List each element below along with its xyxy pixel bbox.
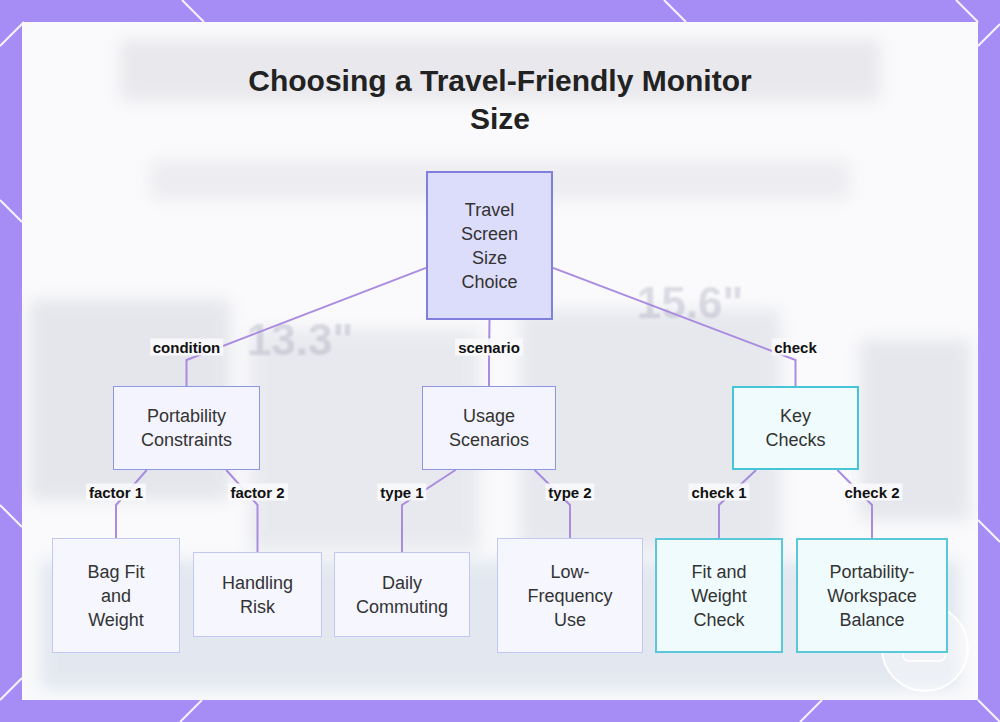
leaf-box: Bag Fit and Weight <box>52 538 180 653</box>
node-text: Portability Constraints <box>129 404 244 452</box>
edge-label: factor 1 <box>86 484 146 501</box>
edge-label: type 1 <box>377 484 426 501</box>
connector <box>402 470 456 552</box>
category-box: Usage Scenarios <box>422 386 556 470</box>
node-text: Bag Fit and Weight <box>75 560 157 632</box>
edge-label: check 1 <box>688 484 749 501</box>
edge-label: condition <box>150 339 224 356</box>
size-watermark: 13.3" <box>247 315 354 365</box>
check-box: Fit and Weight Check <box>655 538 783 653</box>
category-box: Key Checks <box>732 386 859 470</box>
edge-label: check <box>771 339 820 356</box>
diagram-title: Choosing a Travel-Friendly Monitor Size <box>220 62 780 138</box>
leaf-box: Daily Commuting <box>334 552 470 637</box>
node-text: Key Checks <box>759 404 832 452</box>
leaf-box: Handling Risk <box>193 552 322 637</box>
edge-label: scenario <box>455 339 523 356</box>
category-box: Portability Constraints <box>113 386 260 470</box>
node-text: Handling Risk <box>214 571 301 619</box>
node-text: Portability-Workspace Balance <box>818 560 926 632</box>
connector <box>719 470 756 538</box>
node-text: Usage Scenarios <box>438 404 540 452</box>
connector <box>535 470 570 538</box>
node-text: Daily Commuting <box>355 571 449 619</box>
connector <box>837 470 872 538</box>
root-box: Travel Screen Size Choice <box>426 171 553 320</box>
card <box>22 22 978 700</box>
edge-label: factor 2 <box>227 484 287 501</box>
edge-label: check 2 <box>841 484 902 501</box>
connector <box>226 470 257 552</box>
check-box: Portability-Workspace Balance <box>796 538 948 653</box>
connector <box>116 470 147 538</box>
node-text: Fit and Weight Check <box>679 560 759 632</box>
leaf-box: Low-Frequency Use <box>497 538 643 653</box>
connector <box>187 268 427 386</box>
node-text: Low-Frequency Use <box>518 560 622 632</box>
connector <box>553 268 796 386</box>
edge-label: type 2 <box>545 484 594 501</box>
node-text: Travel Screen Size Choice <box>446 198 533 294</box>
blurred-photo <box>30 40 970 690</box>
